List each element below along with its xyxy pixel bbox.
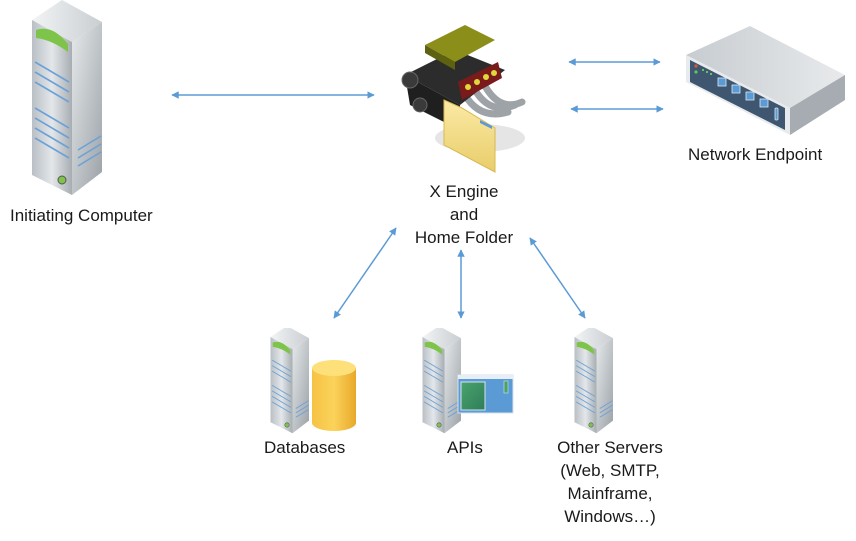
other-servers-node: Other Servers (Web, SMTP, Mainframe, Win… <box>548 328 678 538</box>
x-engine-label: X Engine and Home Folder <box>408 180 520 249</box>
x-engine-label-line-3: Home Folder <box>414 228 514 247</box>
databases-label: Databases <box>264 438 346 457</box>
other-servers-label-line-4: Windows…) <box>564 507 656 526</box>
network-endpoint-label: Network Endpoint <box>688 145 823 164</box>
x-engine-node: X Engine and Home Folder <box>380 20 550 260</box>
databases-node: Databases <box>262 328 372 468</box>
initiating-computer-label: Initiating Computer <box>10 206 153 225</box>
x-engine-label-line-1: X Engine <box>429 182 499 201</box>
apis-label: APIs <box>447 438 483 457</box>
arrow-engine-to-other-servers <box>529 237 586 319</box>
network-switch-icon <box>686 26 845 135</box>
tower-server-icon <box>574 328 614 434</box>
engine-with-folder-icon <box>401 25 526 173</box>
other-servers-label-line-1: Other Servers <box>557 438 663 457</box>
server-with-database-icon <box>270 328 356 434</box>
network-endpoint-node: Network Endpoint <box>680 20 856 170</box>
other-servers-label: Other Servers (Web, SMTP, Mainframe, Win… <box>550 436 670 528</box>
other-servers-label-line-2: (Web, SMTP, <box>560 461 660 480</box>
server-with-window-icon <box>422 328 514 434</box>
initiating-computer-node: Initiating Computer <box>0 0 200 230</box>
apis-node: APIs <box>418 328 528 468</box>
tower-server-icon <box>31 0 103 196</box>
x-engine-label-line-2: and <box>449 205 479 224</box>
arrow-engine-to-databases <box>333 227 397 319</box>
other-servers-label-line-3: Mainframe, <box>567 484 653 503</box>
